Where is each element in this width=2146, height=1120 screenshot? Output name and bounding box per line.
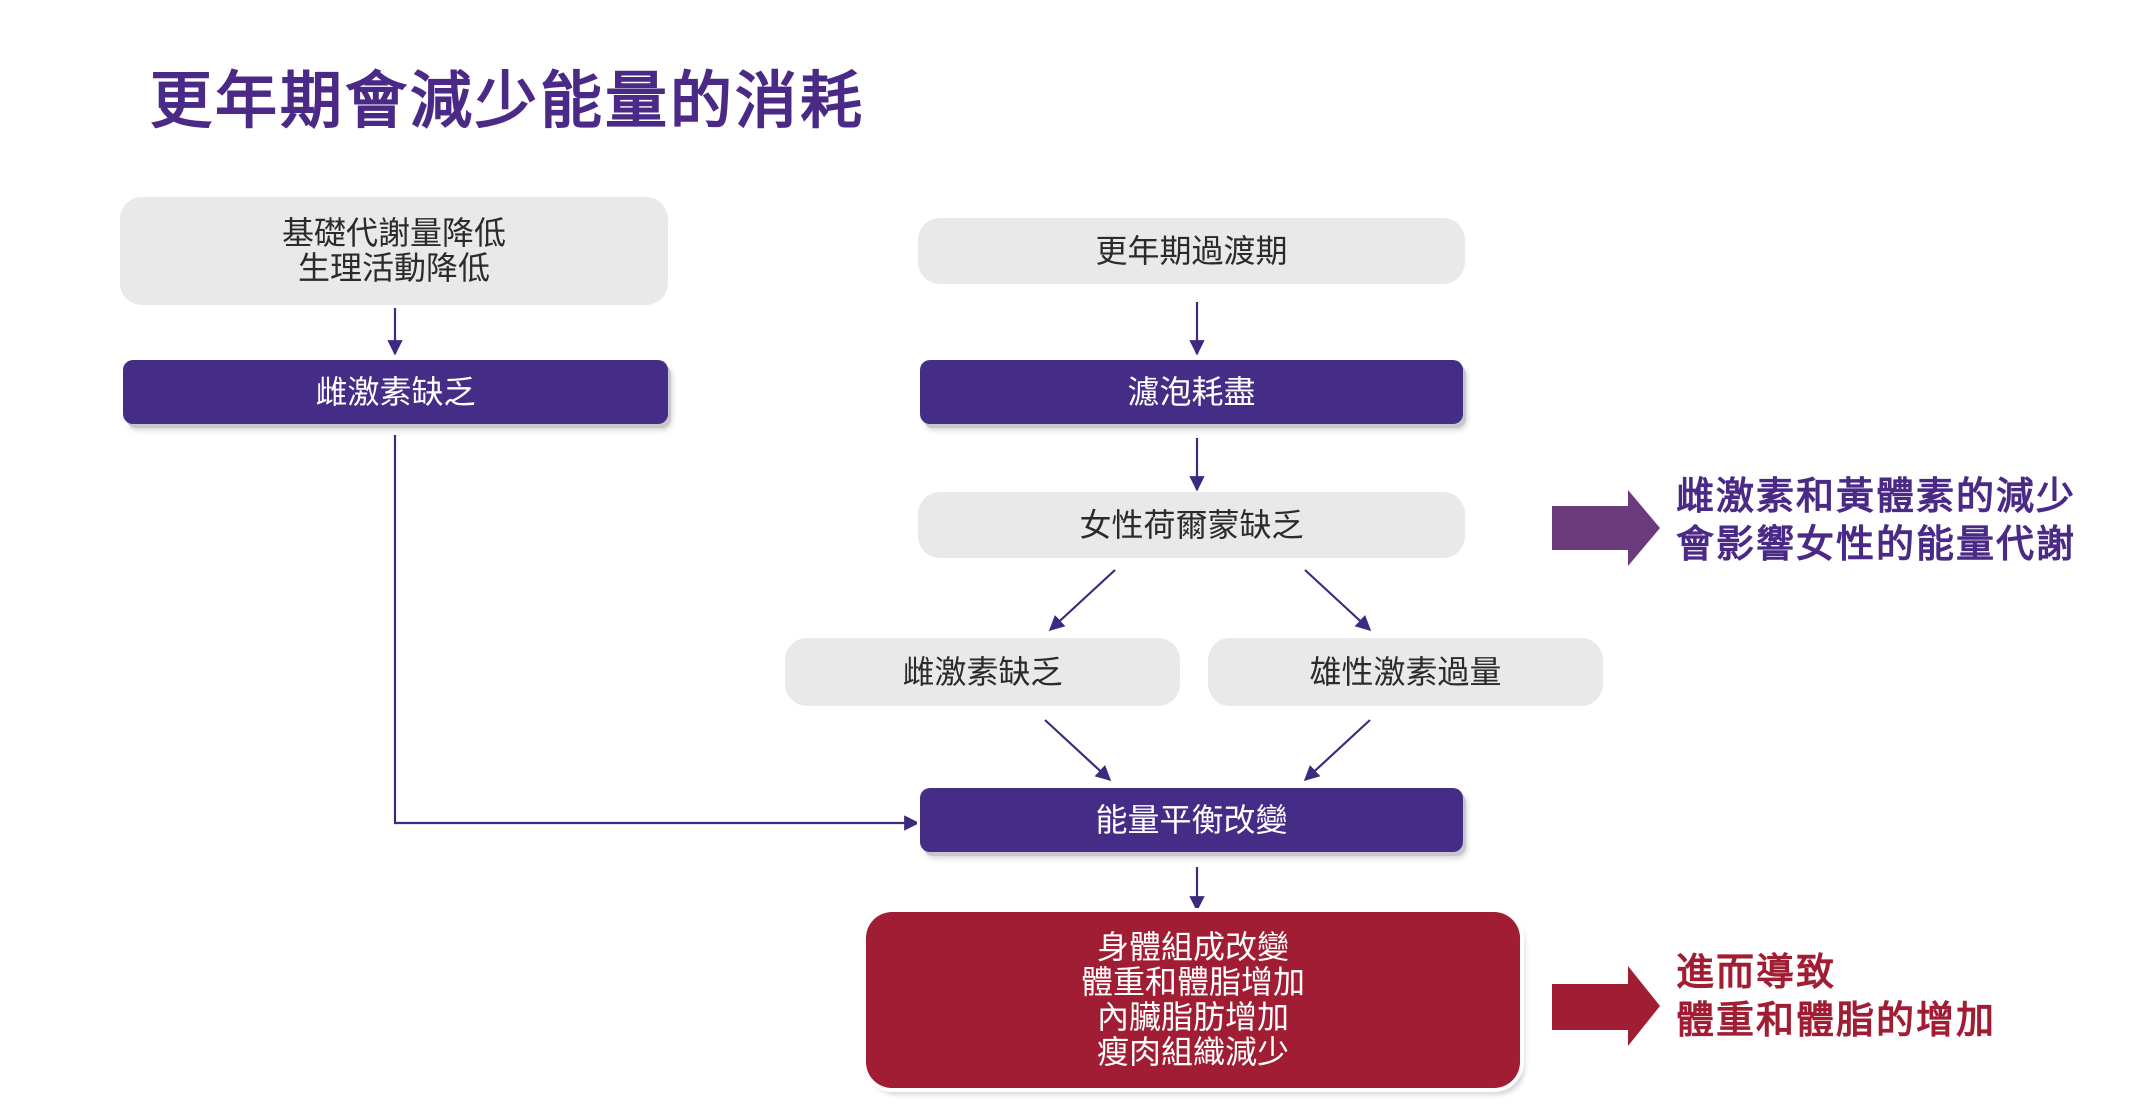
outcome-box: 身體組成改變 體重和體脂增加 內臟脂肪增加 瘦肉組織減少 [866,912,1520,1088]
arrow-estrogen-to-energy [1044,719,1112,782]
arrow-androgen-to-energy [1303,719,1371,782]
estrogen-lack-box-left: 雌激素缺乏 [123,360,668,424]
arrow-hormone-to-estrogen [1048,569,1116,632]
hormone-note-line-1: 雌激素和黃體素的減少 [1676,474,2077,518]
energy-balance-box: 能量平衡改變 [920,788,1463,852]
estrogen-lack-label-left: 雌激素缺乏 [315,372,476,411]
estrogen-lack-label-right: 雌激素缺乏 [902,652,1063,691]
estrogen-lack-box-right: 雌激素缺乏 [785,638,1180,706]
follicle-label: 濾泡耗盡 [1127,372,1256,411]
arrow-left-to-energy [393,435,920,831]
hormone-lack-label: 女性荷爾蒙缺乏 [1079,505,1304,544]
block-arrow-red [1552,966,1660,1046]
arrow-hormone-to-androgen [1304,569,1372,632]
result-note-line-1: 進而導致 [1676,950,1837,994]
outcome-line-1: 身體組成改變 [1096,928,1289,966]
hormone-lack-box: 女性荷爾蒙缺乏 [918,492,1465,558]
outcome-line-2: 體重和體脂增加 [1080,963,1305,1001]
bmr-line-2: 生理活動降低 [297,249,490,287]
result-note: 進而導致 體重和體脂的增加 [1676,948,1996,1044]
result-note-line-2: 體重和體脂的增加 [1676,998,1997,1042]
energy-balance-label: 能量平衡改變 [1095,800,1288,839]
outcome-line-4: 瘦肉組織減少 [1096,1033,1289,1071]
transition-box: 更年期過渡期 [918,218,1465,284]
page-title: 更年期會減少能量的消耗 [150,64,866,137]
hormone-note: 雌激素和黃體素的減少 會影響女性的能量代謝 [1676,472,2076,568]
androgen-excess-box: 雄性激素過量 [1208,638,1603,706]
androgen-excess-label: 雄性激素過量 [1309,652,1502,691]
bmr-line-1: 基礎代謝量降低 [281,214,506,252]
transition-label: 更年期過渡期 [1095,231,1288,270]
hormone-note-line-2: 會影響女性的能量代謝 [1676,522,2077,566]
follicle-box: 濾泡耗盡 [920,360,1463,424]
bmr-box: 基礎代謝量降低 生理活動降低 [120,197,668,305]
block-arrow-purple [1552,490,1660,566]
outcome-line-3: 內臟脂肪增加 [1096,998,1289,1036]
